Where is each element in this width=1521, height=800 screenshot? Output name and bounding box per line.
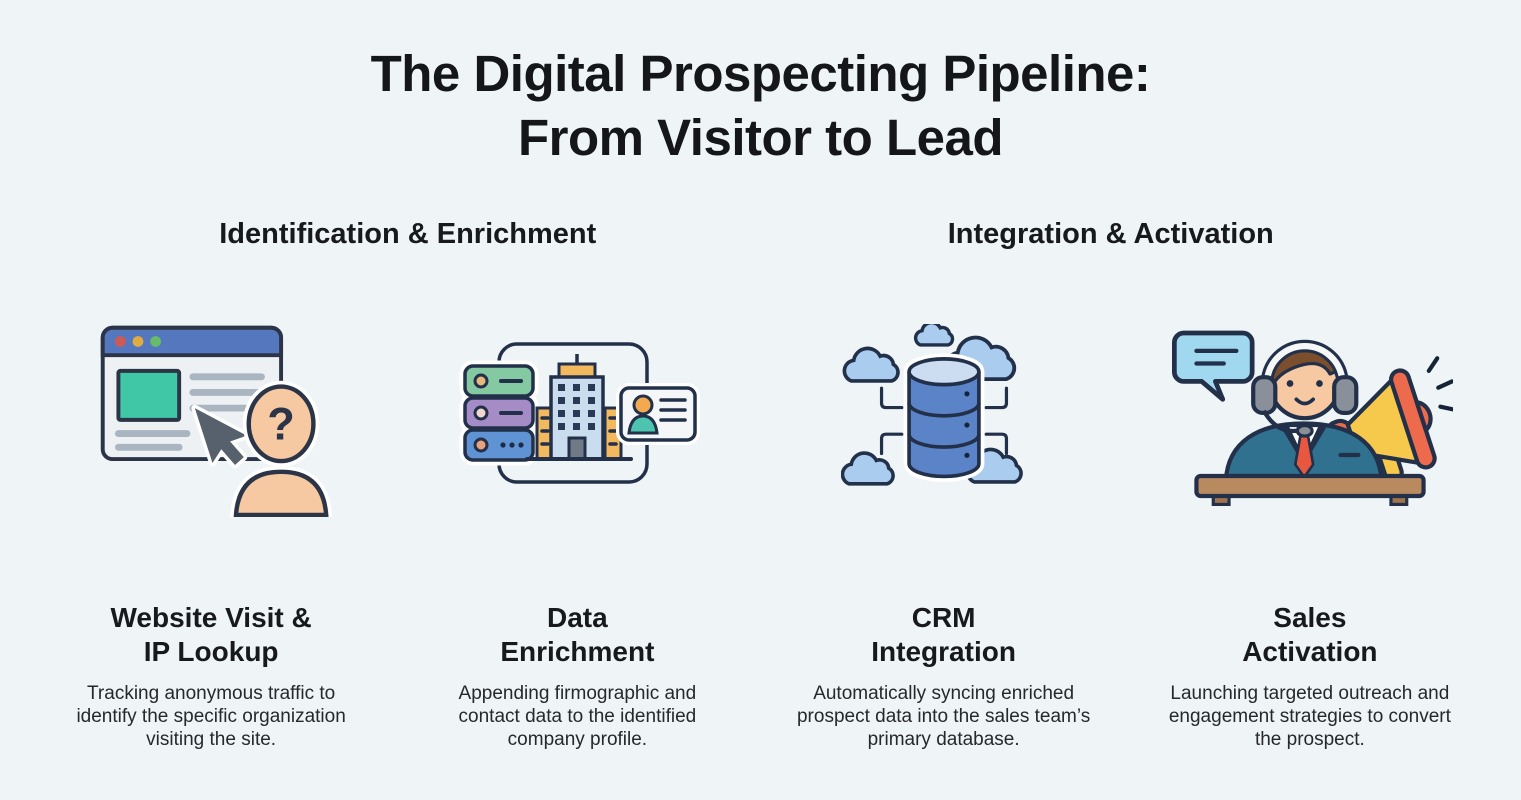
database-icon <box>903 353 985 482</box>
page-title-line1: The Digital Prospecting Pipeline: <box>370 45 1151 102</box>
page-title: The Digital Prospecting Pipeline: From V… <box>0 0 1521 170</box>
step-title-line1: Data <box>547 602 608 633</box>
step-title: Sales Activation <box>1127 601 1493 669</box>
step-title-line1: Sales <box>1273 602 1347 633</box>
step-description: Tracking anonymous traffic to identify t… <box>76 683 346 750</box>
page-title-line2: From Visitor to Lead <box>518 109 1003 166</box>
building-windows <box>558 384 596 430</box>
headset-earcup <box>1250 375 1278 416</box>
sound-lines <box>1426 356 1453 412</box>
step-title-line2: Activation <box>1242 636 1378 667</box>
enrichment-illustration <box>459 342 701 484</box>
step-crm-integration: CRM Integration Automatically syncing en… <box>761 289 1127 751</box>
step-title-line1: Website Visit & <box>110 602 312 633</box>
pipeline-steps: ? Website Visit & IP Lookup Tracking ano… <box>0 289 1521 751</box>
step-description: Appending firmographic and contact data … <box>458 683 697 750</box>
cursor-icon <box>191 404 250 468</box>
step-data-enrichment: Data Enrichment Appending firmographic a… <box>394 289 760 751</box>
section-headers: Identification & Enrichment Integration … <box>0 218 1521 251</box>
headset-earcup <box>1331 375 1359 416</box>
browser-visitor-illustration: ? <box>100 325 332 517</box>
step-sales-activation: Sales Activation Launching targeted outr… <box>1127 289 1493 751</box>
section-header-integration-activation: Integration & Activation <box>947 218 1274 250</box>
anonymous-user-icon: ? <box>229 380 332 517</box>
step-title-line2: IP Lookup <box>143 636 279 667</box>
crm-integration-icon <box>761 289 1127 539</box>
step-title: Data Enrichment <box>394 601 760 669</box>
section-header-identification-enrichment: Identification & Enrichment <box>219 218 597 250</box>
step-title: CRM Integration <box>761 601 1127 669</box>
data-enrichment-icon <box>394 289 760 539</box>
browser-dot-green <box>149 335 161 347</box>
database-cloud-illustration <box>840 324 1023 486</box>
browser-image-block <box>116 368 181 422</box>
step-description: Automatically syncing enriched prospect … <box>796 683 1091 750</box>
speech-bubble-icon <box>1171 330 1255 402</box>
sales-agent-illustration <box>1171 330 1453 507</box>
website-visit-ip-lookup-icon: ? <box>28 289 394 539</box>
step-description: Launching targeted outreach and engageme… <box>1168 683 1451 750</box>
support-agent-icon <box>1223 339 1384 483</box>
desk-icon <box>1194 473 1426 507</box>
step-title-line2: Enrichment <box>500 636 655 667</box>
mic-tip <box>1295 423 1314 438</box>
server-stack-icon <box>459 360 539 466</box>
step-title-line1: CRM <box>911 602 976 633</box>
sales-activation-icon <box>1127 289 1493 539</box>
browser-window-icon <box>100 325 283 461</box>
step-title: Website Visit & IP Lookup <box>28 601 394 669</box>
contact-id-card-icon <box>616 383 701 445</box>
browser-dot-red <box>114 335 126 347</box>
office-building-icon <box>525 354 634 461</box>
browser-text-lines <box>114 372 265 451</box>
step-title-line2: Integration <box>871 636 1016 667</box>
question-mark-glyph: ? <box>267 398 295 449</box>
building-door <box>567 436 587 461</box>
step-website-visit: ? Website Visit & IP Lookup Tracking ano… <box>28 289 394 751</box>
sync-connectors <box>879 386 1008 456</box>
browser-dot-yellow <box>132 335 144 347</box>
